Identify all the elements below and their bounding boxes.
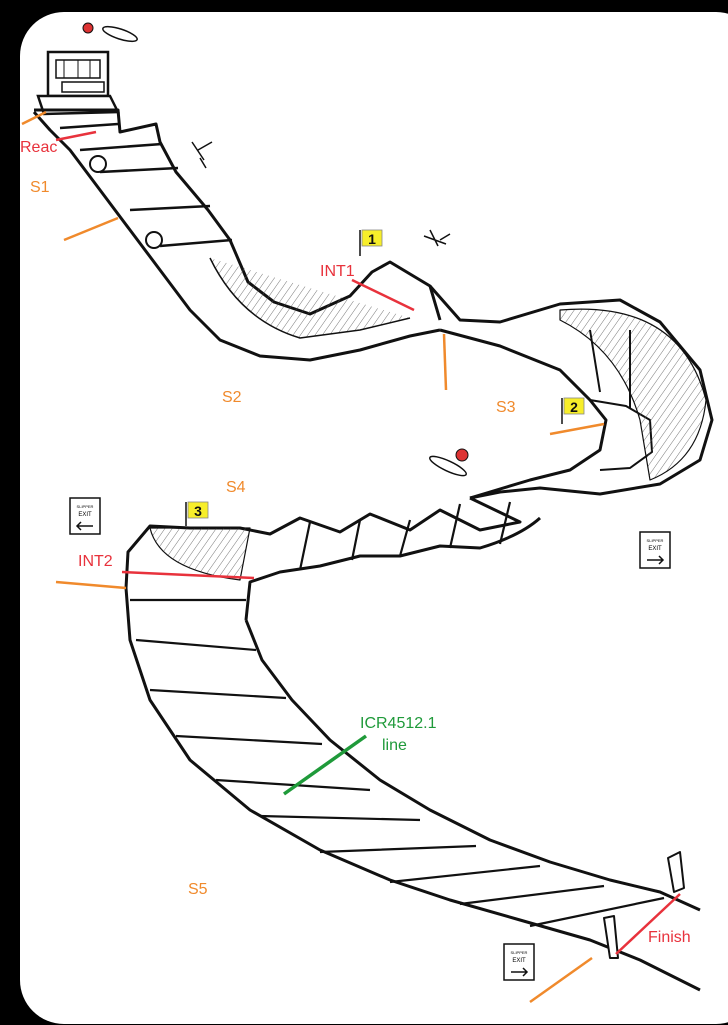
exit-sign-top-text: SLIPPER — [77, 504, 94, 509]
flag-3-label: 3 — [194, 503, 202, 519]
section-label-s4: S4 — [226, 479, 246, 496]
icr-line-marker — [284, 736, 366, 794]
athlete-sketch-icon — [192, 142, 450, 246]
exit-sign-right: SLIPPER EXIT — [640, 532, 670, 568]
interval-label-finish: Finish — [648, 929, 691, 946]
exit-sign-bottom-text: EXIT — [78, 512, 92, 518]
section-label-s3: S3 — [496, 399, 516, 416]
interval-label-int1: INT1 — [320, 263, 355, 280]
flag-2: 2 — [562, 398, 584, 424]
icr-label-line1: ICR4512.1 — [360, 715, 437, 732]
section-label-s1: S1 — [30, 179, 50, 196]
icr-label: ICR4512.1 line — [360, 715, 437, 754]
track-s5 — [126, 588, 700, 990]
flag-3: 3 — [186, 502, 208, 526]
start-house — [38, 52, 118, 114]
flag-2-label: 2 — [570, 399, 578, 415]
flag-1: 1 — [360, 230, 382, 256]
exit-sign-top-text: SLIPPER — [511, 950, 528, 955]
icr-label-line2: line — [382, 737, 407, 754]
sled-icon — [428, 449, 468, 479]
exit-sign-bottom-text: EXIT — [512, 958, 526, 964]
section-label-s5: S5 — [188, 881, 208, 898]
sled-icon — [83, 23, 139, 44]
interval-label-reaction: Reac — [20, 139, 57, 156]
track-s2-s3 — [430, 286, 712, 498]
interval-label-int2: INT2 — [78, 553, 113, 570]
exit-sign-bottom-text: EXIT — [648, 546, 662, 552]
exit-sign-top-text: SLIPPER — [647, 538, 664, 543]
exit-sign-left: SLIPPER EXIT — [70, 498, 100, 534]
section-label-s2: S2 — [222, 389, 242, 406]
exit-sign-bottom: SLIPPER EXIT — [504, 944, 534, 980]
flag-1-label: 1 — [368, 231, 376, 247]
